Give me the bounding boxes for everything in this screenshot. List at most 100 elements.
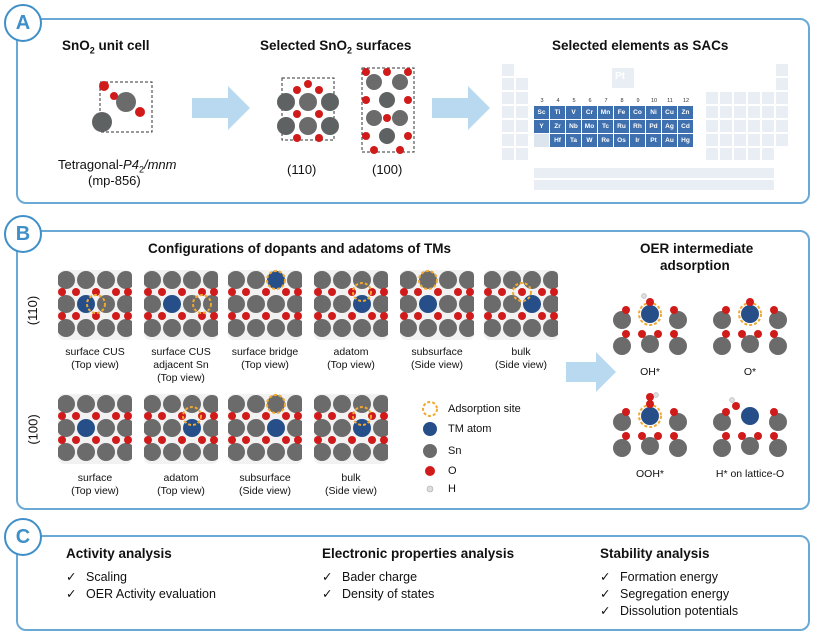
group-number: 6 [588,98,592,104]
element-cell: Cd [678,120,693,133]
check-icon: ✓ [322,570,333,584]
group-number: 11 [667,98,673,104]
element-cell: Os [614,134,629,147]
config-100-caption: (Top view) [71,485,119,497]
element-cell: Tc [598,120,613,133]
oer-structure [613,392,687,457]
config-110-tile [228,270,302,340]
element-cell: Cr [582,106,597,119]
config-100-tile-structure [314,394,388,464]
checklist-text: OER Activity evaluation [86,587,216,601]
config-100-tile [58,394,132,464]
panel-c-badge: C [4,518,42,556]
config-110-caption: bulk [511,346,531,358]
element-cell: Cu [662,106,677,119]
config-110-caption: (Top view) [157,372,205,384]
row-label-110: (110) [25,295,41,326]
element-cell: Ni [646,106,661,119]
element-cell: Au [662,134,677,147]
oer-title-line2: adsorption [660,258,730,273]
config-110-tile-structure [400,270,474,340]
checklist-text: Formation energy [620,570,718,584]
config-100-caption: surface [77,472,113,484]
config-100-tile-structure [144,394,218,464]
group-number: 3 [540,98,544,104]
config-110-tile [314,270,388,340]
surface-110-label: (110) [287,162,317,177]
oer-label: O* [743,366,757,378]
config-110-tile [144,270,218,340]
config-100-tile [228,394,302,464]
config-110-caption: (Side view) [495,359,547,371]
element-cell: Nb [566,120,581,133]
panel-a-badge: A [4,4,42,42]
oer-label: OH* [640,366,660,378]
stability-title: Stability analysis [600,546,710,561]
panel-c [16,535,810,631]
group-number: 9 [636,98,640,104]
group-number: 7 [604,98,608,104]
oer-label: H* on lattice-O [715,468,785,480]
config-110-tile-structure [314,270,388,340]
config-110-caption: adatom [333,346,369,358]
config-110-caption: (Top view) [71,359,119,371]
sacs-title: Selected elements as SACs [552,38,729,53]
oer-structure [613,293,687,355]
config-100-tile [314,394,388,464]
group-number: 12 [682,98,690,104]
panel-b-badge: B [4,215,42,253]
oer-structure [713,397,787,457]
check-icon: ✓ [66,570,77,584]
element-cell: Sc [534,106,549,119]
checklist-item: ✓ Bader charge [322,569,417,584]
element-cell: W [582,134,597,147]
legend-o: O [420,462,457,480]
check-icon: ✓ [66,587,77,601]
checklist-item: ✓ Scaling [66,569,127,584]
legend-sn: Sn [420,442,461,460]
checklist-item: ✓ Formation energy [600,569,718,584]
element-cell: Fe [614,106,629,119]
config-100-caption: adatom [163,472,199,484]
checklist-text: Dissolution potentials [620,604,739,618]
element-cell: Pt [646,134,661,147]
config-110-tile-structure [484,270,558,340]
config-110-caption: surface CUS [65,346,125,358]
element-cell: Re [598,134,613,147]
oer-structure [713,298,787,355]
periodic-table-ghost [502,64,788,190]
element-cell: Ag [662,120,677,133]
config-100-caption: (Side view) [239,485,291,497]
checklist-item: ✓ OER Activity evaluation [66,586,216,601]
group-number: 5 [572,98,576,104]
config-110-tile [484,270,558,340]
config-100-tile [144,394,218,464]
check-icon: ✓ [600,570,611,584]
element-cell: Mo [582,120,597,133]
element-cell: Ta [566,134,581,147]
config-110-tile [400,270,474,340]
config-110-caption: adjacent Sn [153,359,209,371]
config-100-caption: (Side view) [325,485,377,497]
config-110-caption: subsurface [411,346,463,358]
arrow-a1 [192,86,250,130]
checklist-item: ✓Dissolution potentials [600,603,738,618]
checklist-item: ✓Segregation energy [600,586,729,601]
electronic-title: Electronic properties analysis [322,546,515,561]
element-cell: Hf [550,134,565,147]
config-title: Configurations of dopants and adatoms of… [148,241,451,256]
legend-h: H [420,480,456,498]
config-110-tile [58,270,132,340]
checklist-text: Bader charge [342,570,418,584]
config-110-caption: (Top view) [327,359,375,371]
config-110-caption: surface CUS [151,346,211,358]
arrow-b [566,352,616,392]
unit-cell-structure [92,81,153,133]
checklist-text: Scaling [86,570,127,584]
config-100-tile-structure [228,394,302,464]
element-cell: Zn [678,106,693,119]
config-110-caption: (Top view) [241,359,289,371]
element-cell: Ir [630,134,645,147]
activity-title: Activity analysis [66,546,172,561]
